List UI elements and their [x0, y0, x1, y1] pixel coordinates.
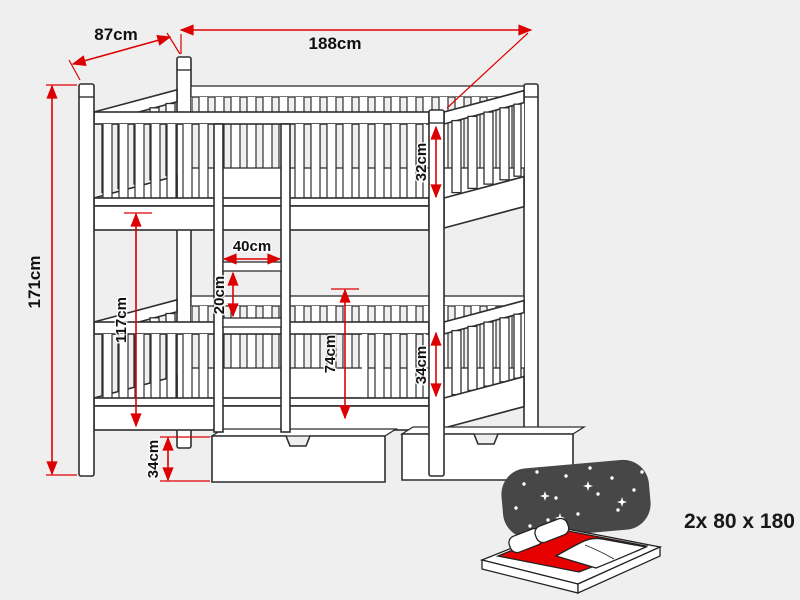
dimension-drawer: 34cm [144, 436, 210, 482]
icon-headboard [501, 459, 651, 539]
dimension-width: 188cm [179, 24, 533, 109]
mattress-size-label: 2x 80 x 180 [684, 510, 795, 533]
dimension-depth: 87cm [68, 24, 181, 81]
dim-label-clearance: 74cm [322, 335, 339, 373]
dim-label-rung-gap: 20cm [211, 276, 228, 314]
dimension-under-bunk: 117cm [112, 212, 152, 428]
dimension-clearance: 74cm [321, 288, 359, 420]
dim-label-under-bunk: 117cm [113, 297, 130, 343]
dimension-top-guard: 32cm [412, 125, 442, 199]
icon-blanket [554, 537, 649, 569]
drawer-left [209, 428, 399, 483]
double-bed-icon [479, 459, 663, 595]
dimension-bottom-guard: 34cm [412, 331, 442, 398]
icon-blanket-fold [584, 544, 615, 560]
right-headboard [443, 89, 525, 430]
dim-label-drawer: 34cm [145, 440, 162, 478]
ladder [213, 123, 291, 433]
dim-label-height: 171cm [25, 256, 44, 309]
dim-label-depth: 87cm [94, 25, 137, 44]
dim-label-top-guard: 32cm [413, 143, 430, 181]
dim-label-ladder-opening: 40cm [233, 238, 271, 255]
dim-label-width: 188cm [309, 34, 362, 53]
dimension-ladder-opening: 40cm [222, 237, 282, 265]
icon-pillows [508, 517, 570, 554]
dimension-height: 171cm [24, 84, 77, 476]
top-bunk-front-rail [93, 111, 430, 231]
dimension-rung-gap: 20cm [210, 271, 239, 318]
dim-label-bottom-guard: 34cm [413, 346, 430, 384]
